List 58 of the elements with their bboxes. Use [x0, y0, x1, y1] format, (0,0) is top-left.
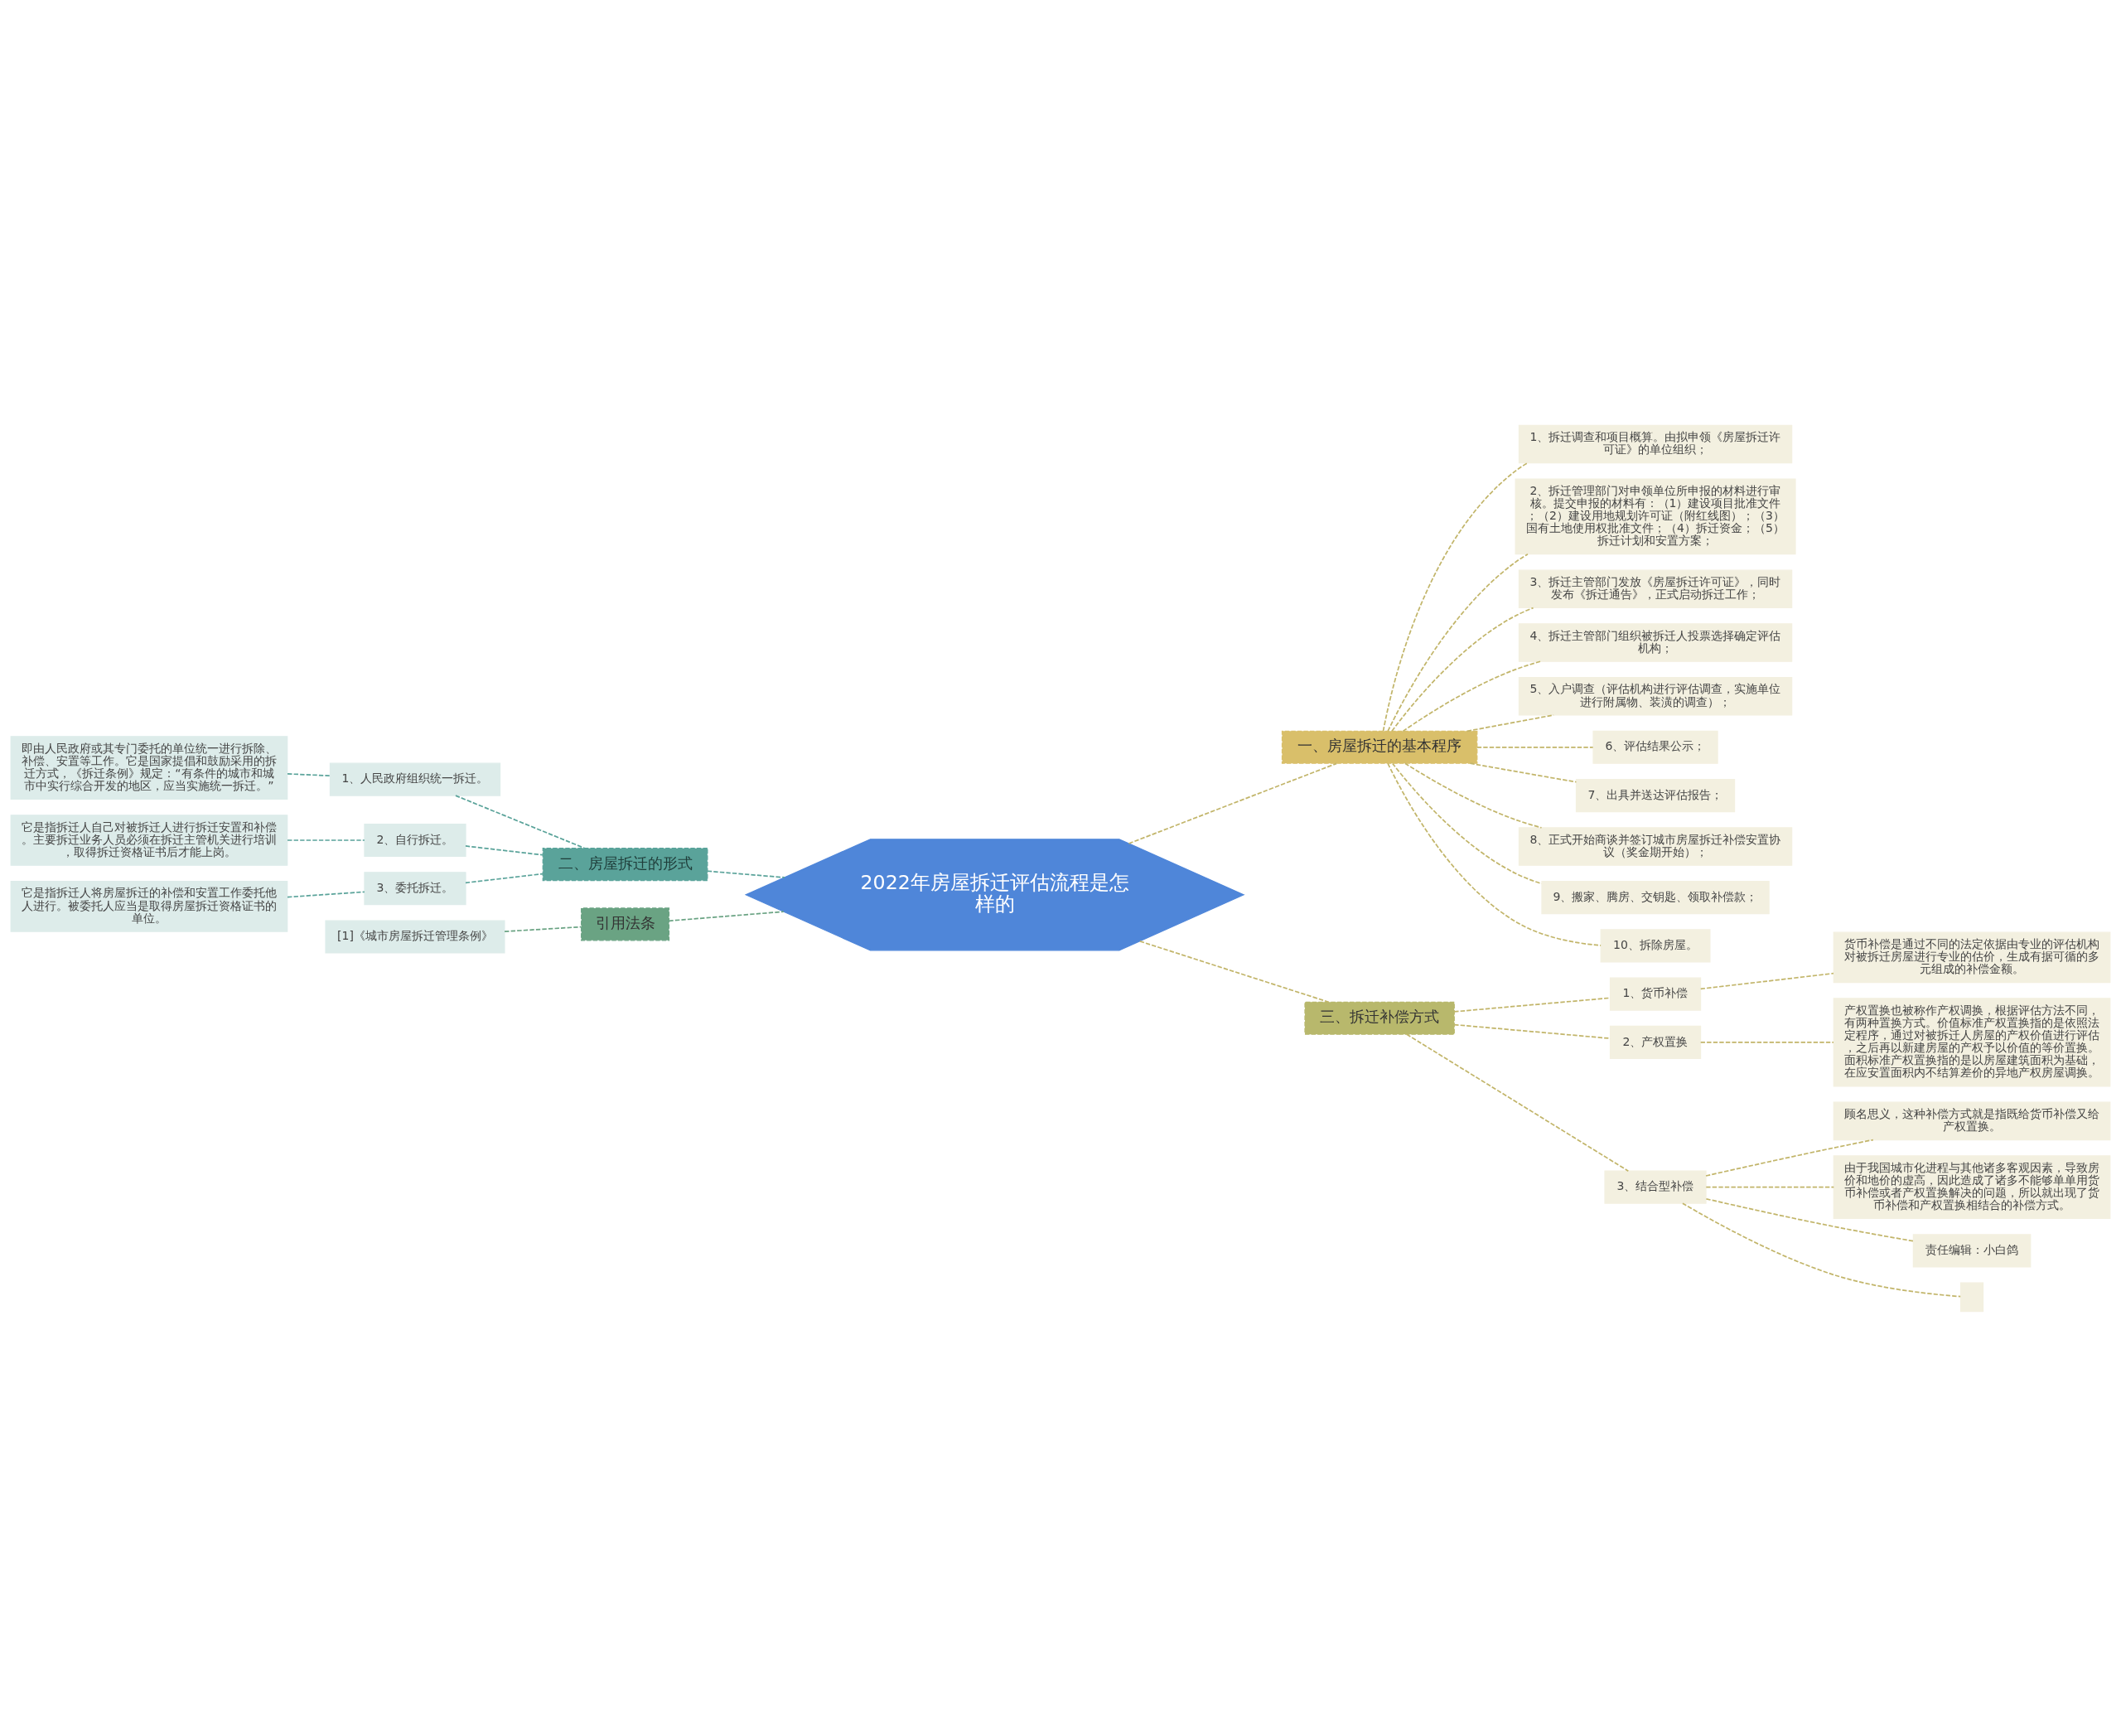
node-box: 责任编辑：小白鸽 — [1912, 1233, 2032, 1267]
node-box: 3、拆迁主管部门发放《房屋拆迁许可证》，同时发布《拆迁通告》，正式启动拆迁工作； — [1518, 569, 1793, 608]
connector — [504, 926, 582, 932]
node-box: 1、人民政府组织统一拆迁。 — [329, 762, 501, 796]
connector — [1391, 762, 1543, 884]
node-box: 6、评估结果公示； — [1592, 730, 1718, 764]
node-box: 2、自行拆迁。 — [364, 823, 466, 857]
node-box: 4、拆迁主管部门组织被拆迁人投票选择确定评估机构； — [1518, 622, 1793, 662]
connector — [1469, 762, 1577, 783]
connector — [1406, 1032, 1630, 1172]
node-box: 1、拆迁调查和项目概算。由拟申领《房屋拆迁许可证》的单位组织； — [1518, 424, 1793, 463]
connector — [1382, 462, 1529, 732]
node-box: 10、拆除房屋。 — [1600, 928, 1711, 962]
connector — [1466, 713, 1554, 732]
node-box: 货币补偿是通过不同的法定依据由专业的评估机构对被拆迁房屋进行专业的估价，生成有据可循的多元组成的补偿金额。 — [1833, 931, 2111, 983]
connector — [1391, 607, 1534, 732]
node-box: 顾名思义，这种补偿方式就是指既给货币补偿又给产权置换。 — [1833, 1101, 2111, 1140]
connector — [1476, 746, 1594, 748]
connector — [1128, 762, 1338, 844]
connector — [1387, 553, 1529, 732]
connector — [1705, 1197, 1914, 1242]
node-box: 由于我国城市化进程与其他诸多客观因素，导致房价和地价的虚高，因此造成了诸多不能够单单用货币补偿或者产权置换解决的问题，所以就出现了货币补偿和产权置换相结合的补偿方式。 — [1833, 1154, 2111, 1219]
connector — [668, 910, 785, 921]
connector — [1139, 940, 1330, 1003]
connector — [1682, 1202, 1962, 1297]
connector — [1705, 1186, 1835, 1188]
node-box: 7、出具并送达评估报告； — [1575, 778, 1736, 812]
connector — [455, 794, 586, 849]
connector — [465, 844, 544, 856]
node-box: 它是指拆迁人自己对被拆迁人进行拆迁安置和补偿。主要拆迁业务人员必须在拆迁主管机关进行培训，取得拆迁资格证书后才能上岗。 — [10, 814, 288, 866]
connector — [1387, 762, 1602, 946]
node-box: 产权置换也被称作产权调换，根据评估方法不同，有两种置换方式。价值标准产权置换指的是依照法定程序，通过对被拆迁人房屋的产权价值进行评估，之后再以新建房屋的产权予以价值的等价置换。面积标准产权置换指的是以房屋建筑面积为基础，在应安置面积内不结算差价的异地产权房屋调换。 — [1833, 997, 2111, 1086]
node-box: 即由人民政府或其专门委托的单位统一进行拆除、补偿、安置等工作。它是国家提倡和鼓励采用的拆迁方式，《拆迁条例》规定：“有条件的城市和城市中实行综合开发的地区，应当实施统一拆迁。” — [10, 735, 288, 800]
connector — [707, 869, 785, 878]
connector — [1705, 1139, 1874, 1177]
node-box: 三、拆迁补偿方式 — [1304, 1001, 1455, 1035]
node-box: 3、结合型补偿 — [1604, 1170, 1707, 1204]
connector — [287, 839, 365, 841]
node-box: 9、搬家、腾房、交钥匙、领取补偿款； — [1541, 880, 1770, 914]
connector — [287, 772, 331, 776]
connector — [1699, 972, 1834, 989]
node-box: 2、产权置换 — [1609, 1025, 1702, 1059]
node-box — [1959, 1282, 1984, 1312]
node-box: 2、拆迁管理部门对申领单位所申报的材料进行审核。提交申报的材料有：（1）建设项目批准文件；（2）建设用地规划许可证（附红线图）；（3）国有土地使用权批准文件；（4）拆迁资金；（5）拆迁计划和安置方案； — [1515, 477, 1796, 554]
node-box: 1、货币补偿 — [1609, 977, 1702, 1011]
node-box: 8、正式开始商谈并签订城市房屋拆迁补偿安置协议（奖金期开始）； — [1518, 826, 1793, 866]
node-box: 5、入户调查（评估机构进行评估调查，实施单位进行附属物、装潢的调查）； — [1518, 676, 1793, 716]
connector — [1699, 1041, 1834, 1043]
connector — [1404, 762, 1543, 829]
node-box: 它是指拆迁人将房屋拆迁的补偿和安置工作委托他人进行。被委托人应当是取得房屋拆迁资格证书的单位。 — [10, 880, 288, 932]
connector — [287, 890, 365, 897]
node-box: [1]《城市房屋拆迁管理条例》 — [325, 920, 505, 954]
node-box: 3、委托拆迁。 — [364, 871, 466, 905]
node-box: 一、房屋拆迁的基本程序 — [1281, 730, 1478, 764]
node-box: 二、房屋拆迁的形式 — [542, 847, 708, 881]
connector — [1402, 660, 1541, 732]
connector — [465, 873, 544, 883]
node-box: 引用法条 — [581, 907, 670, 941]
